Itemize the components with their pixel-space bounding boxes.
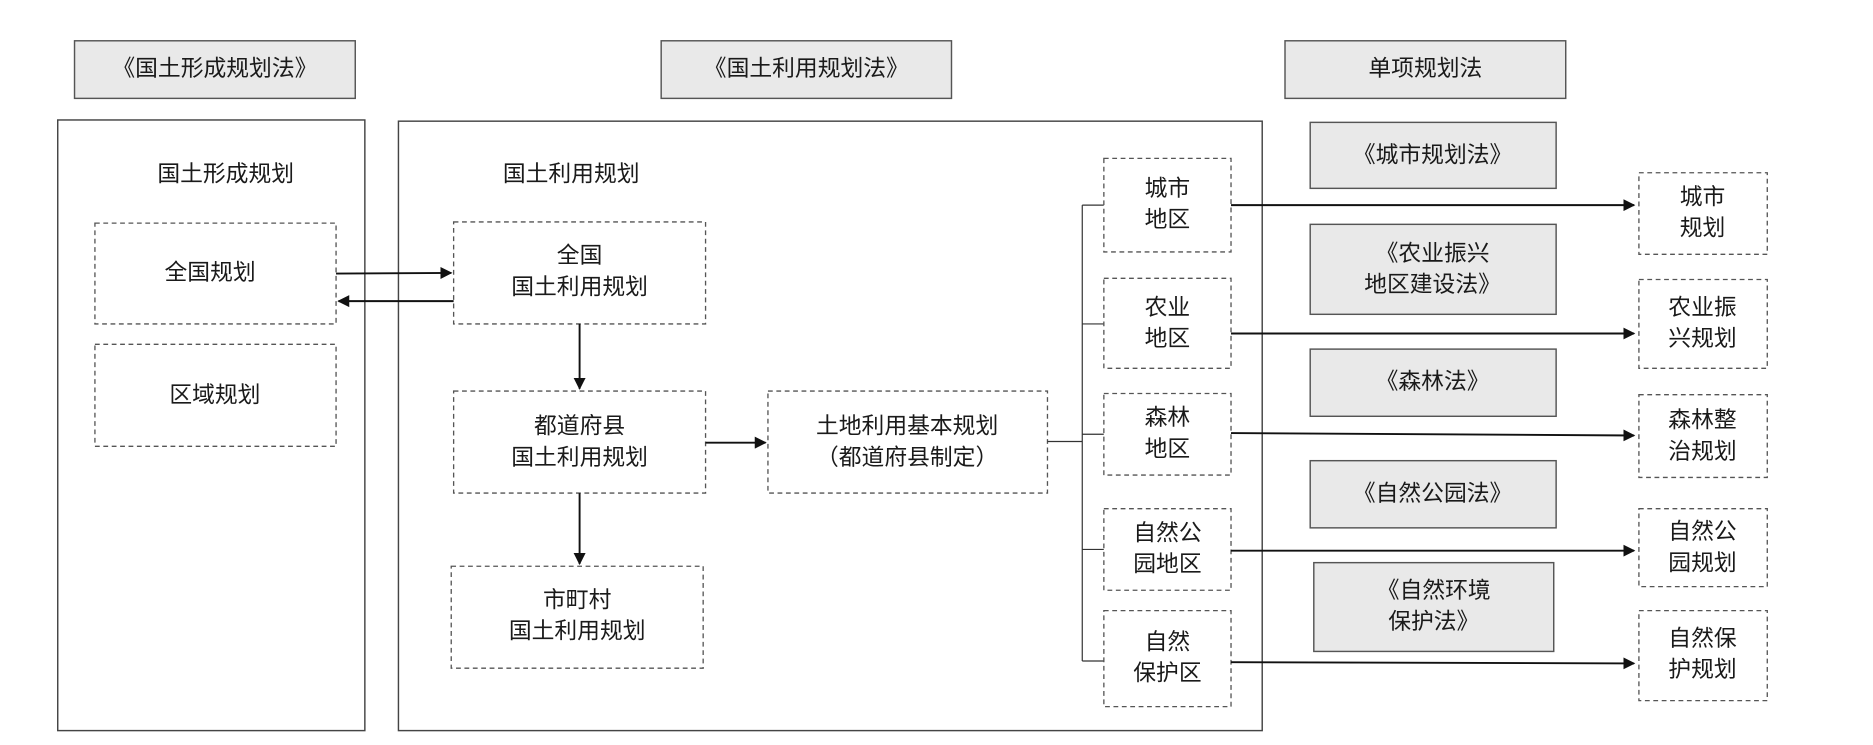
box-plan-natural-park: 自然公 园规划	[1638, 508, 1768, 588]
arrow-national-to-land-use	[336, 266, 453, 279]
law-line1: 《自然环境	[1377, 578, 1491, 604]
plan-line2: 护规划	[1668, 657, 1736, 683]
land-use-basic-line2: （都道府县制定）	[816, 445, 998, 471]
area-line1: 城市	[1145, 176, 1191, 202]
box-area-forest: 森林 地区	[1103, 392, 1232, 476]
box-law-forest: 《森林法》	[1309, 348, 1557, 418]
header-sectoral-planning-laws: 单项规划法	[1284, 40, 1567, 100]
box-law-city-planning: 《城市规划法》	[1309, 121, 1557, 190]
prefecture-land-use-line1: 都道府县	[534, 414, 625, 440]
municipal-land-use-line2: 国土利用规划	[509, 619, 646, 645]
header-national-spatial-planning-law: 《国土形成规划法》	[73, 40, 356, 100]
header-right-label: 单项规划法	[1368, 56, 1482, 82]
box-area-nature-conservation: 自然 保护区	[1103, 609, 1232, 708]
plan-line1: 自然公	[1668, 519, 1736, 545]
arrow-conservation-to-plan	[1231, 657, 1636, 670]
area-line1: 自然	[1145, 630, 1191, 656]
area-line2: 地区	[1145, 436, 1191, 462]
area-line2: 地区	[1145, 207, 1191, 233]
plan-line2: 园规划	[1668, 550, 1736, 576]
box-prefecture-land-use-plan: 都道府县 国土利用规划	[452, 390, 707, 494]
area-line2: 地区	[1145, 326, 1191, 352]
plan-line1: 自然保	[1668, 626, 1737, 652]
area-bracket-connector	[1047, 204, 1104, 662]
national-plan-label: 全国规划	[165, 260, 256, 286]
box-law-agricultural-promotion: 《农业振兴 地区建设法》	[1309, 223, 1557, 316]
plan-line2: 治规划	[1668, 439, 1736, 465]
municipal-land-use-line1: 市町村	[543, 588, 611, 614]
plan-line2: 兴规划	[1668, 326, 1736, 352]
area-line2: 保护区	[1133, 661, 1201, 687]
box-law-nature-conservation: 《自然环境 保护法》	[1313, 561, 1555, 653]
plan-line2: 规划	[1680, 216, 1726, 242]
national-land-use-line2: 国土利用规划	[511, 274, 648, 300]
header-land-use-planning-law: 《国土利用规划法》	[660, 40, 953, 100]
box-area-natural-park: 自然公 园地区	[1103, 508, 1232, 591]
middle-panel-title: 国土利用规划	[503, 162, 640, 188]
box-land-use-basic-plan: 土地利用基本规划 （都道府县制定）	[767, 390, 1049, 494]
box-area-urban: 城市 地区	[1103, 157, 1232, 253]
box-plan-nature-conservation: 自然保 护规划	[1638, 609, 1768, 702]
plan-line1: 森林整	[1668, 408, 1736, 434]
box-municipal-land-use-plan: 市町村 国土利用规划	[450, 565, 704, 669]
arrow-forest-to-plan	[1231, 429, 1636, 442]
area-line1: 自然公	[1133, 520, 1201, 546]
law-line1: 《森林法》	[1376, 369, 1490, 395]
law-line2: 保护法》	[1388, 609, 1479, 635]
box-plan-city: 城市 规划	[1638, 172, 1768, 255]
area-line1: 农业	[1145, 295, 1191, 321]
law-line1: 《城市规划法》	[1353, 142, 1512, 168]
plan-line1: 农业振	[1668, 295, 1736, 321]
area-line2: 园地区	[1133, 552, 1201, 578]
law-line1: 《自然公园法》	[1353, 481, 1512, 507]
area-line1: 森林	[1145, 405, 1191, 431]
header-middle-label: 《国土利用规划法》	[704, 56, 909, 82]
box-national-land-use-plan: 全国 国土利用规划	[452, 221, 707, 325]
left-panel-title: 国土形成规划	[157, 162, 294, 188]
box-area-agricultural: 农业 地区	[1103, 277, 1232, 369]
box-national-plan: 全国规划	[94, 222, 337, 325]
law-line1: 《农业振兴	[1376, 241, 1490, 267]
box-regional-plan: 区域规划	[94, 343, 337, 447]
prefecture-land-use-line2: 国土利用规划	[511, 445, 648, 471]
law-line2: 地区建设法》	[1364, 272, 1501, 298]
national-land-use-line1: 全国	[557, 243, 603, 269]
box-plan-forest: 森林整 治规划	[1638, 394, 1768, 479]
header-left-label: 《国土形成规划法》	[112, 56, 317, 82]
land-use-basic-line1: 土地利用基本规划	[816, 414, 998, 440]
box-law-natural-parks: 《自然公园法》	[1309, 459, 1557, 529]
plan-line1: 城市	[1680, 184, 1726, 210]
regional-plan-label: 区域规划	[169, 382, 260, 408]
box-plan-agricultural: 农业振 兴规划	[1638, 278, 1768, 369]
